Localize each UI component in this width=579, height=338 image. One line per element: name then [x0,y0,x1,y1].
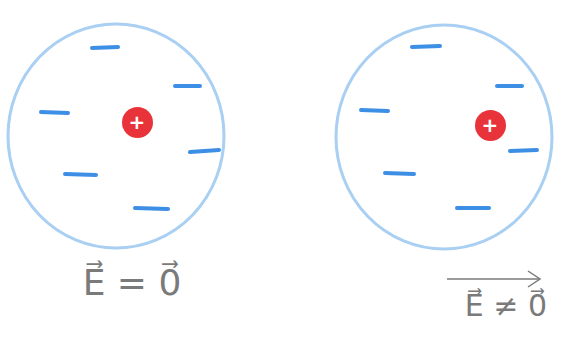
electron [361,110,388,111]
electron [457,206,489,210]
atom-outline [8,24,224,248]
field-label: E⃗ = 0⃗ [83,262,182,303]
nucleus: + [475,110,506,141]
electron [190,150,219,152]
electron [497,84,522,88]
atom-outline [336,25,552,249]
nucleus: + [122,107,153,138]
electron [41,112,68,113]
electron [510,150,537,151]
electron [385,173,414,174]
electron [92,47,118,48]
field-arrow [447,271,540,287]
electron [175,84,200,88]
electron [412,46,440,47]
charge-sign: + [129,112,146,132]
electron [135,208,168,209]
electron [65,174,96,175]
charge-sign: + [482,115,499,135]
field-label: E⃗ ≠ 0⃗ [465,288,547,323]
